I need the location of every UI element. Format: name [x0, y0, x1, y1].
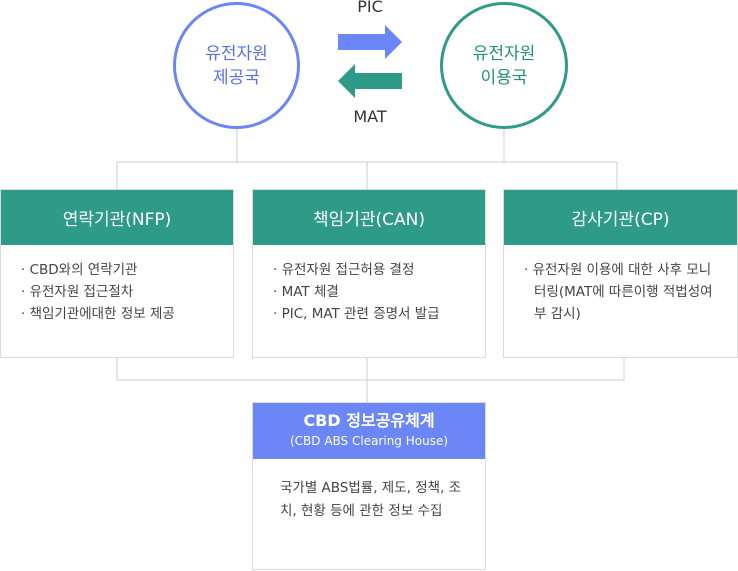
can-box: 책임기관(CAN) · 유전자원 접근허용 결정 · MAT 체결 · PIC,… — [252, 189, 486, 358]
cp-box: 감사기관(CP) · 유전자원 이용에 대한 사후 모니터링(MAT에 따른이행… — [503, 189, 738, 358]
nfp-title: 연락기관(NFP) — [1, 190, 233, 245]
list-item: · 유전자원 이용에 대한 사후 모니터링(MAT에 따른이행 적법성여부 감시… — [524, 262, 713, 322]
list-item: · MAT 체결 — [273, 284, 339, 300]
user-line2: 이용국 — [480, 67, 528, 88]
right-arrow-icon — [338, 25, 402, 59]
mat-label: MAT — [353, 107, 387, 126]
list-item: · PIC, MAT 관련 증명서 발급 — [273, 306, 440, 322]
can-title: 책임기관(CAN) — [253, 190, 485, 245]
list-item: · CBD와의 연락기관 — [21, 262, 138, 278]
cbd-subtitle: (CBD ABS Clearing House) — [289, 434, 449, 448]
cbd-box: CBD 정보공유체계 (CBD ABS Clearing House) 국가별 … — [252, 402, 486, 570]
list-item: · 책임기관에대한 정보 제공 — [21, 306, 175, 322]
list-item: · 유전자원 접근허용 결정 — [273, 262, 415, 278]
user-line1: 유전자원 — [472, 43, 536, 64]
cp-title: 감사기관(CP) — [504, 190, 737, 245]
cbd-title: CBD 정보공유체계 — [303, 411, 435, 430]
user-country-circle: 유전자원 이용국 — [440, 2, 568, 129]
pic-label: PIC — [357, 0, 383, 16]
list-item: · 유전자원 접근절차 — [21, 284, 134, 300]
provider-line1: 유전자원 — [205, 43, 268, 64]
provider-line2: 제공국 — [213, 67, 260, 88]
nfp-box: 연락기관(NFP) · CBD와의 연락기관 · 유전자원 접근절차 · 책임기… — [0, 189, 234, 358]
provider-country-circle: 유전자원 제공국 — [173, 2, 300, 129]
cbd-body: 국가별 ABS법률, 제도, 정책, 조치, 현황 등에 관한 정보 수집 — [280, 480, 462, 519]
left-arrow-icon — [338, 64, 402, 98]
cbd-header: CBD 정보공유체계 (CBD ABS Clearing House) — [253, 403, 485, 459]
